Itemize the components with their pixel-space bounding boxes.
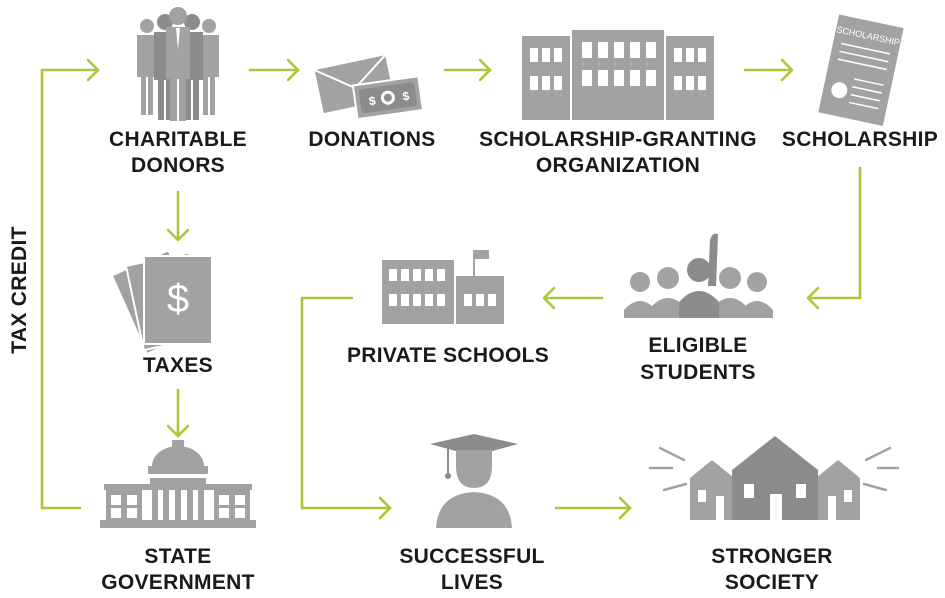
node-donations: DONATIONS [308,128,435,151]
arrowhead-donations [286,58,300,82]
connectors [40,58,862,520]
arrowhead-schools [542,286,556,310]
dollar-glyph-left: $ [368,93,377,108]
node-successful-lives-line1: SUCCESSFUL [399,545,544,568]
node-scholarship: SCHOLARSHIP [782,128,938,151]
node-sgo-line2: ORGANIZATION [536,154,700,177]
certificate-icon: SCHOLARSHIP [818,14,904,126]
graduate-icon [430,434,518,528]
node-charitable-donors-line2: DONORS [131,154,225,177]
node-successful-lives-line2: LIVES [441,571,503,594]
arrowhead-sgo [478,58,492,82]
arrowhead-taxes [166,228,190,242]
node-state-government-line1: STATE [144,545,211,568]
dollar-sign-glyph: $ [167,277,189,321]
node-stronger-society-line2: SOCIETY [725,571,819,594]
dollar-bills-icon: $ [110,248,213,356]
students-raised-hand-icon [624,233,773,318]
node-stronger-society-line1: STRONGER [711,545,832,568]
node-state-government-line2: GOVERNMENT [101,571,255,594]
capitol-building-icon [100,440,256,528]
tax-credit-label: TAX CREDIT [8,226,31,353]
dollar-glyph-right: $ [402,89,411,104]
houses-icon [648,436,900,520]
arrowhead-to-donors [86,58,100,82]
arrowhead-lives [378,496,392,520]
node-sgo-line1: SCHOLARSHIP-GRANTING [479,128,757,151]
node-eligible-students-line1: ELIGIBLE [648,334,747,357]
arrowhead-society [618,496,632,520]
node-private-schools: PRIVATE SCHOOLS [347,344,549,367]
school-building-icon [382,250,504,324]
node-taxes: TAXES [143,354,213,377]
arrowhead-scholarship [780,58,794,82]
arrowhead-government [166,424,190,438]
node-eligible-students-line2: STUDENTS [640,361,756,384]
arrow-schools-lives [300,296,392,510]
node-charitable-donors-line1: CHARITABLE [109,128,247,151]
people-group-icon [137,7,219,121]
envelope-money-icon: $ $ [314,54,425,121]
arrow-scholarship-students [806,166,862,300]
office-building-icon [522,30,714,120]
arrowhead-students [806,286,820,310]
tax-credit-loop-line [40,68,100,510]
